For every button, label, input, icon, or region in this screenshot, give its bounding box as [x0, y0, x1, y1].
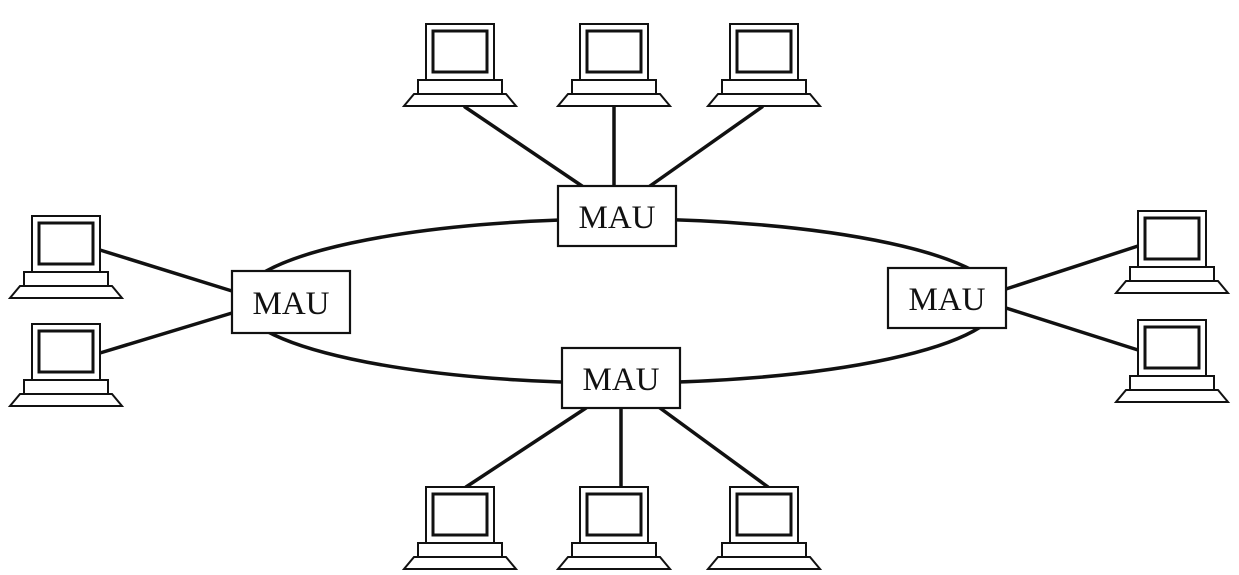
hub-top: MAU: [556, 184, 678, 248]
monitor-screen: [37, 221, 95, 266]
keyboard: [705, 93, 823, 107]
hub-bottom-label: MAU: [582, 362, 659, 398]
computer-icon: [555, 23, 673, 107]
link-cable-left-2: [98, 311, 234, 355]
keyboard: [401, 556, 519, 570]
link-cable-top-1: [463, 105, 584, 188]
hub-right-box: [886, 266, 1008, 330]
hub-right: MAU: [886, 266, 1008, 330]
keyboard: [1113, 389, 1231, 403]
computer-icon: [401, 23, 519, 107]
link-cables: [98, 105, 1140, 489]
system-unit: [571, 542, 657, 558]
hub-right-label: MAU: [908, 282, 985, 318]
monitor-screen: [735, 492, 793, 537]
monitor-screen: [1143, 325, 1201, 370]
system-unit: [23, 271, 109, 287]
computer-icon: [7, 215, 125, 299]
computer-icon: [705, 486, 823, 570]
system-unit: [1129, 266, 1215, 282]
monitor-screen: [431, 29, 489, 74]
computer-icon: [401, 486, 519, 570]
system-unit: [721, 79, 807, 95]
monitor-screen: [585, 29, 643, 74]
link-cable-right-1: [1004, 244, 1140, 291]
keyboard: [555, 556, 673, 570]
hub-top-label: MAU: [578, 200, 655, 236]
link-cable-bottom-1: [464, 406, 588, 489]
system-unit: [417, 79, 503, 95]
keyboard: [1113, 280, 1231, 294]
link-cable-left-1: [98, 248, 234, 293]
computer-icon: [555, 486, 673, 570]
link-cable-right-2: [1004, 306, 1140, 352]
monitor-screen: [585, 492, 643, 537]
hub-bottom: MAU: [560, 346, 682, 410]
keyboard: [7, 285, 125, 299]
computer-icon: [1113, 319, 1231, 403]
system-unit: [23, 379, 109, 395]
computer-icon: [7, 323, 125, 407]
hub-top-box: [556, 184, 678, 248]
monitor-screen: [735, 29, 793, 74]
hub-bottom-box: [560, 346, 682, 410]
computer-icon: [705, 23, 823, 107]
keyboard: [401, 93, 519, 107]
monitor-screen: [431, 492, 489, 537]
system-unit: [721, 542, 807, 558]
system-unit: [1129, 375, 1215, 391]
computer-icon: [1113, 210, 1231, 294]
link-cable-bottom-3: [658, 406, 770, 489]
system-unit: [417, 542, 503, 558]
keyboard: [705, 556, 823, 570]
monitor-screen: [37, 329, 95, 374]
hub-left: MAU: [230, 269, 352, 335]
hub-left-label: MAU: [252, 286, 329, 322]
keyboard: [7, 393, 125, 407]
keyboard: [555, 93, 673, 107]
hub-left-box: [230, 269, 352, 335]
monitor-screen: [1143, 216, 1201, 261]
system-unit: [571, 79, 657, 95]
link-cable-top-3: [648, 105, 764, 188]
computers: [7, 23, 1231, 570]
